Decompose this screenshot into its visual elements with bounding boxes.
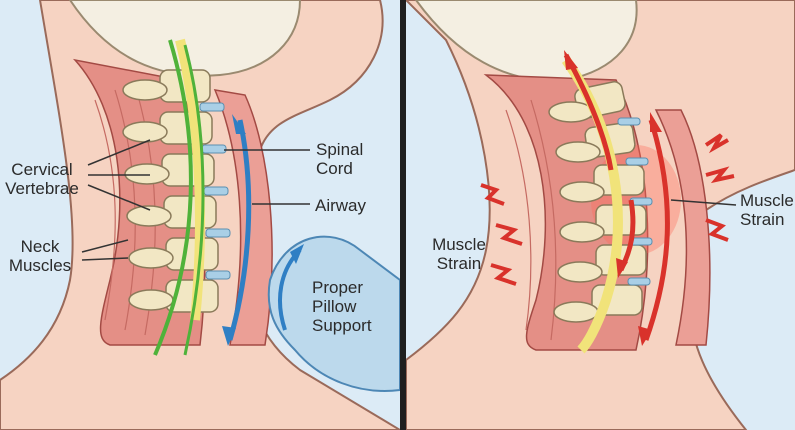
label-airway: Airway bbox=[315, 196, 367, 215]
left-discs bbox=[199, 102, 231, 280]
label-spinal-cord: Spinal Cord bbox=[316, 140, 364, 178]
pillow bbox=[267, 235, 400, 392]
left-leader-lines bbox=[81, 139, 310, 261]
proper-alignment-panel: Cervical Vertebrae Neck Muscles Spinal C… bbox=[0, 0, 400, 430]
panel-divider bbox=[400, 0, 406, 430]
label-proper-pillow-support: Proper Pillow Support bbox=[312, 278, 372, 335]
strain-arrow-1 bbox=[563, 53, 614, 171]
strain-zigzags bbox=[480, 133, 735, 286]
label-neck-muscles: Neck Muscles bbox=[8, 237, 72, 275]
label-muscle-strain-right: Muscle Strain bbox=[740, 191, 794, 229]
right-neck-illustration bbox=[406, 0, 795, 430]
left-airway bbox=[227, 119, 252, 341]
strain-arrow-3 bbox=[643, 119, 670, 341]
label-muscle-strain-left: Muscle Strain bbox=[432, 235, 486, 273]
left-skull bbox=[68, 0, 302, 77]
right-front-muscle bbox=[654, 109, 711, 346]
strained-neck-panel: Muscle Strain Muscle Strain bbox=[406, 0, 795, 430]
label-cervical-vertebrae: Cervical Vertebrae bbox=[5, 160, 79, 198]
left-neck-illustration bbox=[0, 0, 400, 430]
left-alignment-line bbox=[153, 39, 193, 356]
